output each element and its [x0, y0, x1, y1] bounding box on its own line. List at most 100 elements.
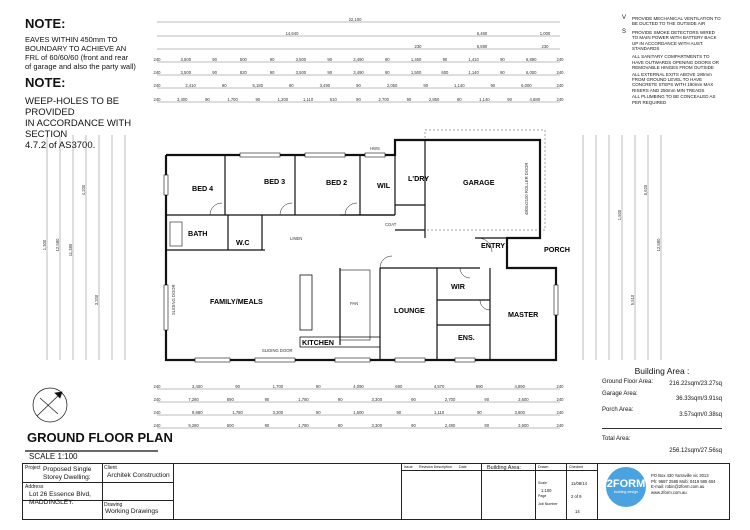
dim-text: 500: [240, 57, 248, 62]
dim-text: 2,050: [387, 83, 398, 88]
pantry: [339, 269, 371, 341]
dim-text: 6,000: [526, 70, 537, 75]
legend-text: PROVIDE MECHANICAL VENTILATION TO BE DUC…: [632, 16, 721, 27]
dim-text: 2,700: [445, 397, 456, 402]
legend-text: ALL PLUMBING TO BE CONCEALED AS PER REQU…: [632, 94, 716, 105]
legend-symbol: V: [622, 15, 627, 21]
divider: [23, 500, 173, 501]
dim-text: 4,880: [530, 97, 541, 102]
dim-text: 3,300: [372, 423, 383, 428]
dim-text: 14,640: [286, 31, 299, 36]
room-label-wc: W.C: [236, 238, 250, 247]
legend-text: ALL EXTERNAL EXITS ABOVE 190mm FROM GROU…: [632, 71, 714, 93]
dim-text: 90: [255, 97, 260, 102]
dim-text: 90: [484, 423, 489, 428]
divider: [566, 464, 567, 519]
divider: [401, 470, 597, 471]
dim-text: 90: [265, 397, 270, 402]
dim-text: 90: [265, 423, 270, 428]
building-area-label: Building Area:: [487, 465, 521, 471]
dim-text: 7,280: [188, 397, 199, 402]
divider: [102, 464, 103, 519]
note-1-title: NOTE:: [25, 16, 66, 31]
company-subtitle: building design: [614, 490, 638, 494]
drawn-label: Drawn: [538, 465, 549, 469]
dim-text: 90: [507, 97, 512, 102]
room-label-entry: ENTRY: [481, 241, 505, 250]
legend-item: ALL EXTERNAL EXITS ABOVE 190mm FROM GROU…: [622, 72, 722, 94]
legend-item: S PROVIDE SMOKE DETECTORS WIRED TO MAIN …: [622, 29, 722, 52]
dim-text: 1,780: [298, 423, 309, 428]
divider: [173, 464, 174, 519]
dim-text: 3,400: [192, 384, 203, 389]
note-2-title: NOTE:: [25, 75, 66, 90]
dim-text: 90: [316, 384, 321, 389]
dim-text: 690: [227, 397, 235, 402]
dim-text: 5,180: [253, 83, 264, 88]
dim-text: 90: [484, 397, 489, 402]
dim-text: 230: [415, 44, 423, 49]
dim-text: 240: [154, 57, 162, 62]
dim-text: 3,500: [181, 70, 192, 75]
dim-text: 90: [356, 83, 361, 88]
dim-text: 2,850: [429, 97, 440, 102]
dim-text: 600: [441, 70, 449, 75]
dim-text: 1,410: [468, 57, 479, 62]
scale-value: 1:100: [541, 488, 552, 493]
dim-text: 90: [212, 70, 217, 75]
dim-text: 240: [154, 397, 162, 402]
dim-text: 1,110: [434, 410, 445, 415]
room-label-bath: BATH: [188, 229, 207, 238]
job-label: Job Number: [538, 502, 558, 506]
dim-text: 2,490: [445, 423, 456, 428]
drawing-value: Working Drawings: [105, 508, 159, 515]
checked-label: Checked: [569, 465, 584, 469]
dim-text: 6,890: [477, 44, 488, 49]
dim-text: 3,300: [273, 410, 284, 415]
scale-label: Scale: [538, 481, 547, 485]
legend-text: ALL SANITARY COMPARTMENTS TO HAVE OUTWAR…: [632, 54, 720, 71]
room-label-laundry: L'DRY: [408, 174, 429, 183]
dim-text: 9,880: [192, 410, 203, 415]
divider: [535, 464, 536, 519]
dim-text: 90: [270, 57, 275, 62]
total-area-label: Total Area:: [602, 436, 631, 442]
coat-label: COAT: [385, 222, 397, 227]
dim-text: 240: [557, 57, 565, 62]
plan-title: GROUND FLOOR PLAN: [27, 430, 173, 445]
room-label-ensuite: ENS.: [458, 333, 475, 342]
room-label-wir: WIR: [451, 282, 466, 291]
dim-text: 610: [330, 97, 338, 102]
dim-text: 690: [395, 384, 403, 389]
dim-text: 90: [385, 70, 390, 75]
dim-text: 240: [557, 423, 565, 428]
dim-text: 1,780: [298, 397, 309, 402]
dim-text: 240: [557, 83, 565, 88]
company-contact: PO Box 430 Yarraville vic 3013 Ph: 9687 …: [651, 473, 716, 495]
bath-tub: [169, 221, 183, 247]
contact-line: PO Box 430 Yarraville vic 3013: [651, 473, 709, 478]
note-1-line: BOUNDARY TO ACHIEVE AN: [25, 44, 127, 53]
dim-text: 90: [500, 57, 505, 62]
door-swings: [209, 202, 493, 311]
side-dimension-lines: [46, 135, 662, 360]
dim-text: 4,200: [81, 184, 86, 195]
total-area-value: 256.12sqm/27.56sq: [669, 448, 722, 454]
dim-text: 90: [423, 83, 428, 88]
dim-text: 90: [385, 57, 390, 62]
dim-text: 90: [443, 57, 448, 62]
legend-item: ALL SANITARY COMPARTMENTS TO HAVE OUTWAR…: [622, 54, 722, 70]
dim-text: 230: [542, 44, 550, 49]
room-label-bed3: BED 3: [264, 177, 285, 186]
divider: [597, 464, 598, 519]
dim-text: 90: [338, 423, 343, 428]
dim-text: 240: [557, 410, 565, 415]
dim-text: 4,890: [514, 384, 525, 389]
dim-text: 90: [457, 97, 462, 102]
dim-text: 90: [411, 397, 416, 402]
dim-text: 90: [270, 70, 275, 75]
area-label: Porch Area:: [602, 407, 634, 413]
note-1-text: EAVES WITHIN 450mm TO BOUNDARY TO ACHIEV…: [25, 35, 145, 71]
room-label-garage: GARAGE: [463, 178, 495, 187]
